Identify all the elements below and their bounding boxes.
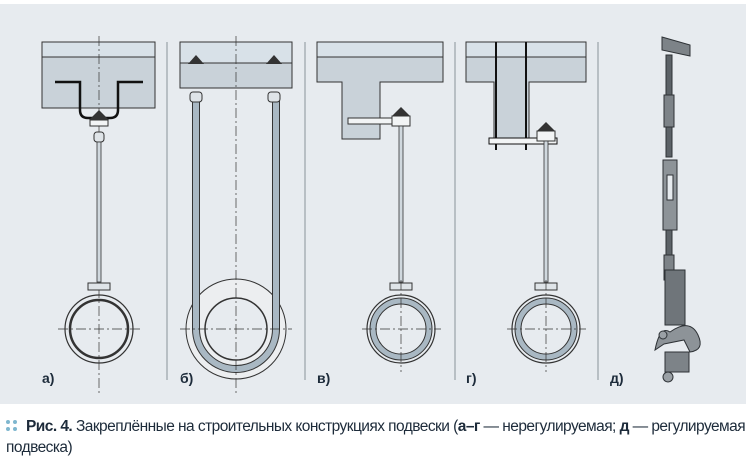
caption-d: д xyxy=(619,418,630,435)
panel-v: в) xyxy=(316,41,444,386)
panel-dividers xyxy=(166,42,599,380)
caption-text: — нерегулируемая; xyxy=(479,418,620,435)
caption-range: а–г xyxy=(457,418,481,435)
panel-d: д) xyxy=(610,36,701,386)
panel-label-a: а) xyxy=(42,370,54,386)
caption-figure-number: Рис. 4. xyxy=(26,418,73,435)
rod xyxy=(96,141,102,283)
panel-a: а) xyxy=(41,36,156,395)
figure-caption: Рис. 4. Закреплённые на строительных кон… xyxy=(6,416,746,458)
hanger-figure: а) б) в) xyxy=(0,4,746,404)
panel-label-g: г) xyxy=(466,370,477,386)
panel-b: б) xyxy=(179,36,293,395)
panel-label-d: д) xyxy=(610,370,624,386)
panel-label-v: в) xyxy=(317,370,330,386)
cone-nut xyxy=(89,110,109,120)
panel-label-b: б) xyxy=(180,370,193,386)
caption-text: Закреплённые на строительных конструкция… xyxy=(72,418,458,435)
panel-g: г) xyxy=(465,41,587,386)
caption-text: — регулируемая подвеска) xyxy=(6,418,746,456)
caption-bullet-icon xyxy=(6,420,18,432)
